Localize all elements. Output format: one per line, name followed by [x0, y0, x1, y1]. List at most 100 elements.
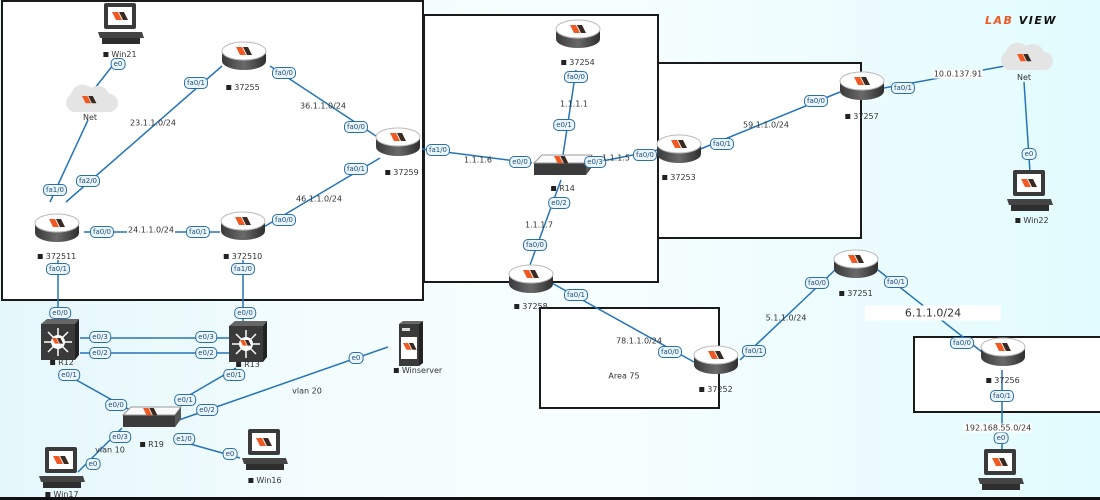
- port-r14-e03[interactable]: e0/3: [584, 156, 606, 168]
- port-r13-e01[interactable]: e0/1: [223, 369, 245, 381]
- port-r12-e00[interactable]: e0/0: [49, 307, 71, 319]
- port-37252-fa00[interactable]: fa0/0: [657, 346, 683, 358]
- node-label-37254: 37254: [561, 58, 595, 67]
- node-label-winserver: Winserver: [393, 366, 442, 375]
- node-label-net-left: Net: [82, 113, 98, 122]
- node-r37259-router-icon[interactable]: [375, 125, 421, 163]
- node-win21-pc-icon[interactable]: [96, 2, 146, 50]
- net-label-1115: 1.1.1.5: [602, 153, 630, 163]
- port-r19-e02[interactable]: e0/2: [196, 404, 218, 416]
- port-r12-e02[interactable]: e0/2: [89, 347, 111, 359]
- port-37253-fa01[interactable]: fa0/1: [709, 138, 735, 150]
- port-37256-fa00[interactable]: fa0/0: [949, 337, 975, 349]
- node-r37252-router-icon[interactable]: [693, 343, 739, 381]
- node-r37251-router-icon[interactable]: [833, 247, 879, 285]
- node-label-r19: R19: [140, 440, 164, 449]
- port-r13-e03[interactable]: e0/3: [195, 331, 217, 343]
- port-37252-fa01[interactable]: fa0/1: [741, 345, 767, 357]
- port-win22-e0[interactable]: e0: [1021, 148, 1037, 160]
- node-label-r12: R12: [50, 358, 74, 367]
- port-r19-e00[interactable]: e0/0: [105, 399, 127, 411]
- net-label-1117: 1.1.1.7: [525, 220, 553, 230]
- node-label-37251: 37251: [839, 289, 873, 298]
- node-r12-l3switch-icon[interactable]: [39, 318, 81, 366]
- port-37254-fa00[interactable]: fa0/0: [563, 71, 589, 83]
- node-r372510-router-icon[interactable]: [220, 209, 266, 247]
- port-372511-fa01[interactable]: fa0/1: [45, 263, 71, 275]
- labview-logo: LAB VIEW: [985, 14, 1058, 27]
- port-37257-fa01[interactable]: fa0/1: [890, 82, 916, 94]
- port-r14-e00[interactable]: e0/0: [509, 156, 531, 168]
- node-r37258-router-icon[interactable]: [508, 262, 554, 300]
- port-r14-e02[interactable]: e0/2: [548, 197, 570, 209]
- port-win16-e0[interactable]: e0: [222, 448, 238, 460]
- net-label-1116: 1.1.1.6: [464, 155, 492, 165]
- port-372510-fa00[interactable]: fa0/0: [271, 214, 297, 226]
- port-37259-fa01[interactable]: fa0/1: [343, 163, 369, 175]
- node-r19-switch-icon[interactable]: [121, 401, 183, 435]
- node-r37255-router-icon[interactable]: [221, 39, 267, 77]
- node-label-37252: 37252: [699, 385, 733, 394]
- node-r37253-router-icon[interactable]: [656, 132, 702, 170]
- port-37251-fa00[interactable]: fa0/0: [804, 277, 830, 289]
- port-37251-fa01[interactable]: fa0/1: [883, 276, 909, 288]
- port-372511-fa20[interactable]: fa2/0: [75, 175, 101, 187]
- port-r12-e03[interactable]: e0/3: [89, 331, 111, 343]
- node-winserver-server-icon[interactable]: [396, 321, 424, 371]
- port-r14-e01[interactable]: e0/1: [553, 119, 575, 131]
- port-37257-fa00[interactable]: fa0/0: [803, 95, 829, 107]
- port-r19-e03[interactable]: e0/3: [109, 431, 131, 443]
- node-win17-pc-icon[interactable]: [37, 446, 87, 494]
- node-label-r13: R13: [236, 360, 260, 369]
- net-label-area75: Area 75: [608, 371, 640, 381]
- port-372510-fa10[interactable]: fa1/0: [230, 263, 256, 275]
- port-37256-fa01[interactable]: fa0/1: [989, 390, 1015, 402]
- node-r37254-router-icon[interactable]: [555, 17, 601, 55]
- port-win21-e0[interactable]: e0: [110, 58, 126, 70]
- net-label-59: 59.1.1.0/24: [743, 120, 789, 130]
- link-37254-r14: [562, 69, 577, 156]
- port-372511-fa10[interactable]: fa1/0: [42, 184, 68, 196]
- port-37255-fa00[interactable]: fa0/0: [271, 67, 297, 79]
- port-pc-bottom-e0[interactable]: e0: [993, 432, 1009, 444]
- node-net-right-cloud-icon[interactable]: [996, 40, 1054, 76]
- node-label-37259: 37259: [385, 168, 419, 177]
- node-r37257-router-icon[interactable]: [839, 69, 885, 107]
- port-r12-e01[interactable]: e0/1: [58, 369, 80, 381]
- node-win16-pc-icon[interactable]: [240, 428, 290, 476]
- node-label-37253: 37253: [662, 173, 696, 182]
- area-center-box: [423, 14, 659, 283]
- port-37253-fa00[interactable]: fa0/0: [632, 149, 658, 161]
- node-r372511-router-icon[interactable]: [34, 211, 80, 249]
- node-net-left-cloud-icon[interactable]: [61, 82, 119, 118]
- node-pc-bottom-pc-icon[interactable]: [976, 448, 1026, 496]
- net-label-6: 6.1.1.0/24: [864, 305, 1002, 321]
- port-win17-e0[interactable]: e0: [85, 458, 101, 470]
- node-label-win17: Win17: [45, 490, 79, 499]
- net-label-5: 5.1.1.0/24: [765, 313, 807, 323]
- port-37259-fa10[interactable]: fa1/0: [425, 144, 451, 156]
- node-label-net-right: Net: [1016, 73, 1032, 82]
- node-label-37255: 37255: [226, 83, 260, 92]
- port-37258-fa01[interactable]: fa0/1: [563, 289, 589, 301]
- port-r19-e01[interactable]: e0/1: [174, 394, 196, 406]
- net-label-36: 36.1.1.0/24: [300, 101, 346, 111]
- node-r14-switch-icon[interactable]: [532, 149, 594, 183]
- port-37258-fa00[interactable]: fa0/0: [522, 239, 548, 251]
- port-r13-e00[interactable]: e0/0: [234, 307, 256, 319]
- port-372510-fa01[interactable]: fa0/1: [185, 226, 211, 238]
- net-label-192: 192.168.55.0/24: [963, 423, 1033, 433]
- net-label-1111: 1.1.1.1: [560, 99, 588, 109]
- node-win22-pc-icon[interactable]: [1005, 169, 1055, 217]
- net-label-46: 46.1.1.0/24: [296, 194, 342, 204]
- port-37255-fa01[interactable]: fa0/1: [183, 77, 209, 89]
- port-winserver-e0[interactable]: e0: [348, 352, 364, 364]
- port-r13-e02[interactable]: e0/2: [195, 347, 217, 359]
- port-372511-fa00[interactable]: fa0/0: [89, 226, 115, 238]
- port-37259-fa00[interactable]: fa0/0: [343, 121, 369, 133]
- net-label-24: 24.1.1.0/24: [127, 225, 175, 235]
- port-r19-e10[interactable]: e1/0: [173, 433, 195, 445]
- node-r37256-router-icon[interactable]: [980, 335, 1026, 373]
- node-r13-l3switch-icon[interactable]: [227, 320, 269, 368]
